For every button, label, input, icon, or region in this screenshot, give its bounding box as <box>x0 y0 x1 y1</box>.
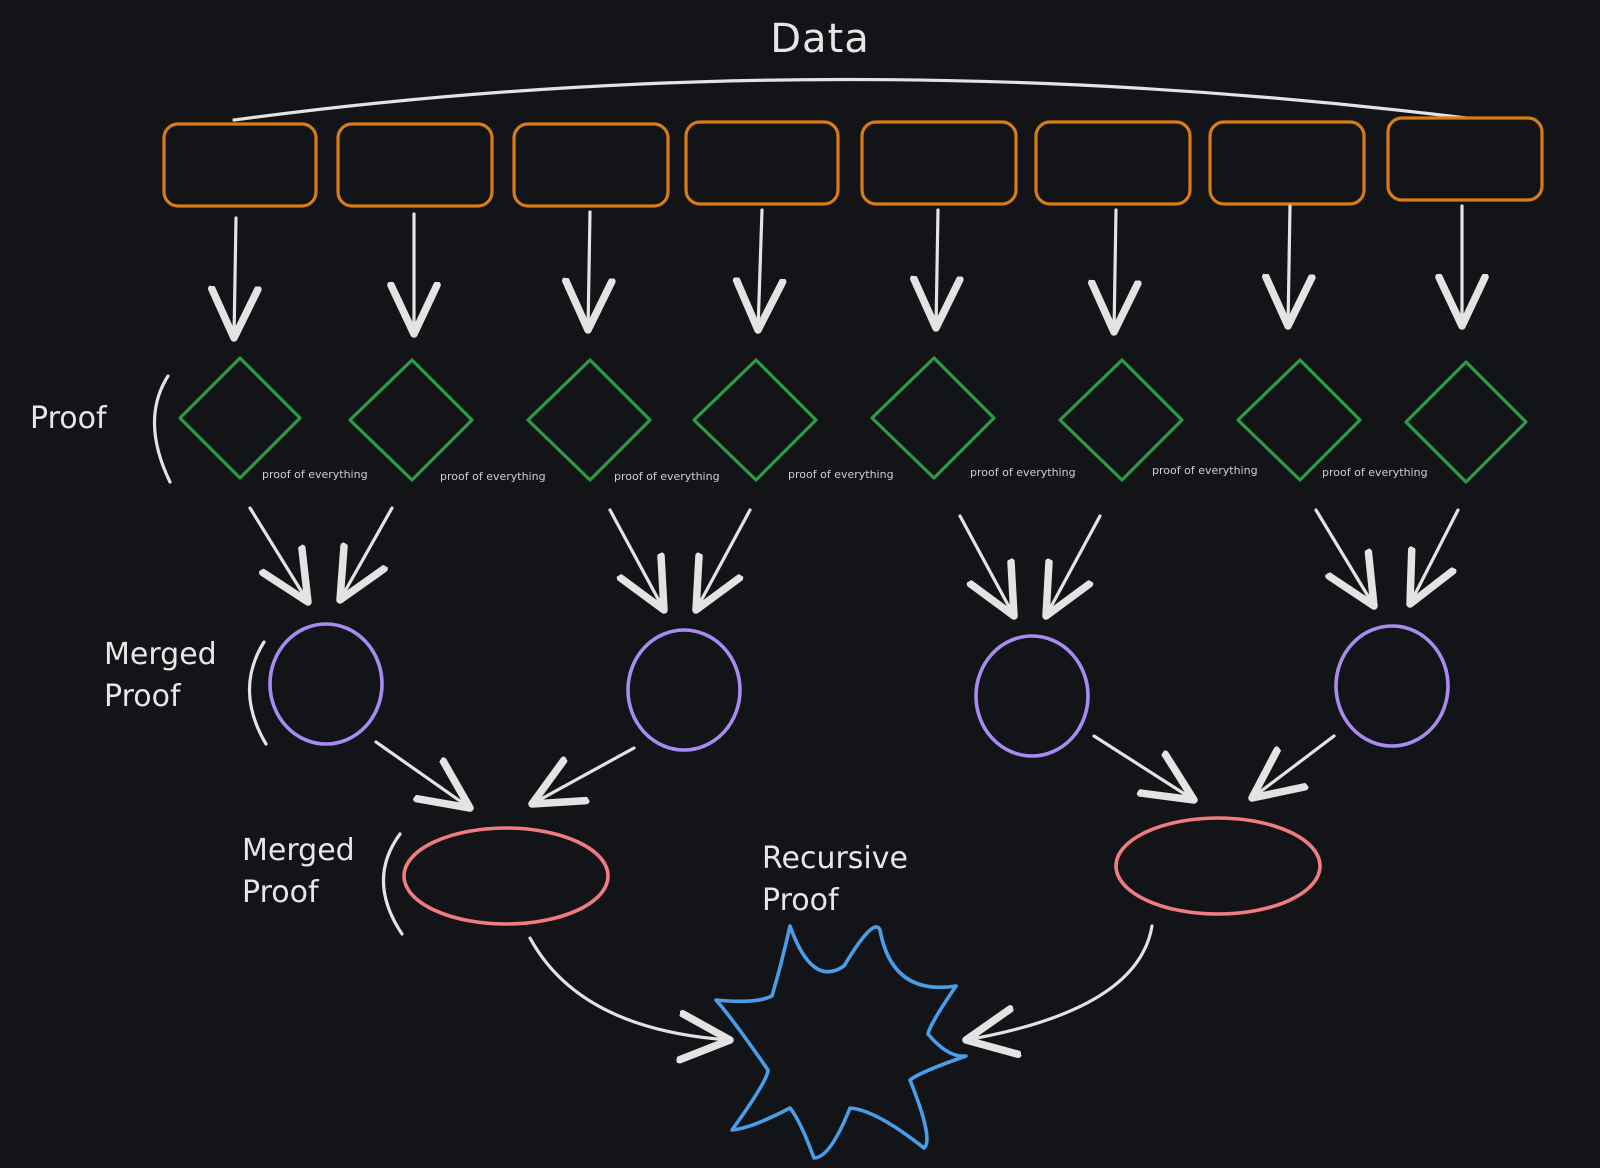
data-blocks <box>162 116 1544 208</box>
proof-label: Proof <box>30 401 108 436</box>
arrow-merged1-merged2-4 <box>1252 734 1336 798</box>
proof-node-7 <box>1236 358 1362 482</box>
merged-proof-label-1-line1: Merged <box>104 637 217 672</box>
proof-node-1 <box>178 356 302 480</box>
diagram-title: Data <box>770 16 870 62</box>
merged-level1-nodes <box>268 622 1450 758</box>
merged-proof-bracket-1 <box>247 640 268 746</box>
merged-proof-label-1-line2: Proof <box>104 679 182 714</box>
arrow-data-proof-4 <box>758 208 762 330</box>
arrow-proof-merged-2b <box>696 508 752 610</box>
data-block-2 <box>336 122 494 208</box>
merged-proof-node-2 <box>626 628 742 752</box>
arrow-merged2-recursive-1 <box>528 936 730 1040</box>
arrow-proof-merged-4b <box>1410 508 1460 604</box>
proof-caption-1: proof of everything <box>262 468 368 481</box>
proof-node-6 <box>1058 358 1184 482</box>
merged-proof-label-2-line2: Proof <box>242 875 320 910</box>
merged-proof-node-1 <box>268 622 384 746</box>
merged-proof-level2-node-2 <box>1114 816 1322 916</box>
arrow-data-proof-3 <box>588 210 590 330</box>
merged1-to-merged2-arrows <box>374 734 1336 808</box>
proof-caption-7: proof of everything <box>1322 466 1428 479</box>
arrow-merged1-merged2-3 <box>1092 734 1194 800</box>
data-to-proof-arrows <box>234 204 1462 338</box>
data-block-3 <box>512 122 670 208</box>
arrow-proof-merged-3a <box>958 514 1014 616</box>
arrow-proof-merged-3b <box>1046 514 1102 616</box>
proof-bracket <box>152 374 172 484</box>
recursive-proof-label-line1: Recursive <box>762 841 908 876</box>
data-block-4 <box>684 120 840 206</box>
recursive-proof-label-line2: Proof <box>762 883 840 918</box>
arrow-proof-merged-1a <box>248 506 308 602</box>
proof-node-3 <box>526 358 652 482</box>
proof-caption-4: proof of everything <box>788 468 894 481</box>
data-bracket-line <box>232 77 1468 122</box>
data-block-5 <box>860 120 1018 206</box>
arrow-proof-merged-2a <box>608 508 664 610</box>
merged-proof-level2-node-1 <box>402 826 610 926</box>
merged-proof-node-4 <box>1334 624 1450 748</box>
recursive-proof-node <box>714 924 968 1160</box>
proof-node-5 <box>870 356 996 480</box>
proof-node-8 <box>1404 360 1528 484</box>
arrow-data-proof-1 <box>234 216 236 338</box>
arrow-data-proof-7 <box>1288 204 1290 326</box>
arrow-proof-merged-1b <box>340 506 394 600</box>
merged-level2-nodes <box>402 816 1322 926</box>
data-block-8 <box>1386 116 1544 202</box>
data-block-1 <box>162 122 318 208</box>
arrow-data-proof-6 <box>1114 208 1116 332</box>
merged-proof-node-3 <box>974 634 1090 758</box>
proof-node-2 <box>348 358 474 482</box>
proof-nodes <box>178 356 1528 484</box>
proof-caption-6: proof of everything <box>1152 464 1258 477</box>
proof-caption-2: proof of everything <box>440 470 546 483</box>
arrow-proof-merged-4a <box>1314 508 1374 606</box>
merged-proof-label-2-line1: Merged <box>242 833 355 868</box>
proof-to-merged-arrows <box>248 506 1460 616</box>
proof-caption-3: proof of everything <box>614 470 720 483</box>
arrow-merged1-merged2-2 <box>532 746 636 804</box>
data-block-6 <box>1034 120 1192 206</box>
proof-node-4 <box>692 358 818 482</box>
merged2-to-recursive-arrows <box>528 924 1154 1040</box>
data-block-7 <box>1208 120 1366 206</box>
proof-caption-5: proof of everything <box>970 466 1076 479</box>
arrow-merged2-recursive-2 <box>966 924 1154 1040</box>
arrow-data-proof-5 <box>936 208 938 328</box>
arrow-merged1-merged2-1 <box>374 740 470 808</box>
proof-captions: proof of everything proof of everything … <box>262 464 1428 483</box>
merged-proof-bracket-2 <box>381 832 404 936</box>
